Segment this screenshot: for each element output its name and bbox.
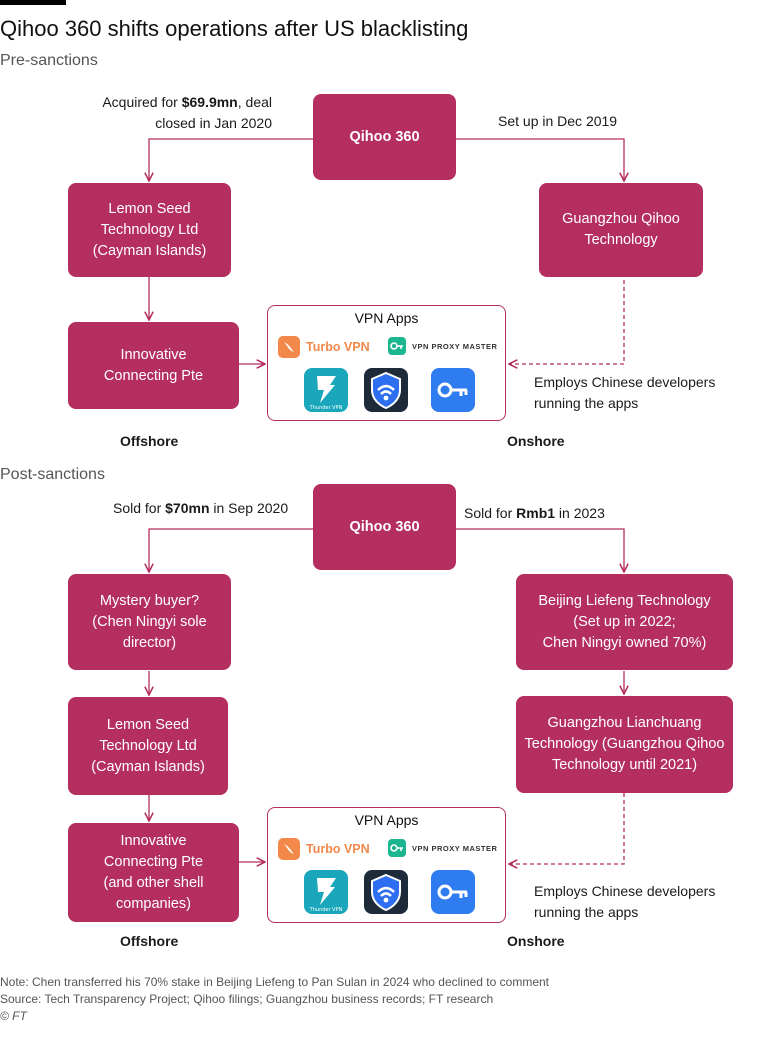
turbo-vpn-icon [278, 336, 300, 358]
pre-qihoo-box: Qihoo 360 [313, 94, 456, 180]
shield-wifi-icon [364, 368, 408, 412]
pre-offshore-label: Offshore [120, 433, 179, 449]
post-sanctions-heading: Post-sanctions [0, 466, 105, 483]
vpn-proxy-master-icon [388, 337, 406, 355]
key-icon [431, 870, 475, 914]
vpn-apps-title: VPN Apps [354, 812, 419, 828]
shield-wifi-icon [364, 870, 408, 914]
thunder-vpn-icon: Thunder VPN [304, 368, 348, 412]
pre-right-note: Set up in Dec 2019 [498, 113, 618, 129]
vpn-proxy-master-logo: VPN PROXY MASTER [388, 839, 497, 857]
arrow-qihoo-to-guangzhou [456, 138, 624, 181]
post-offshore-label: Offshore [120, 933, 179, 949]
footer-copyright: © FT [0, 1009, 27, 1023]
thunder-vpn-icon: Thunder VPN [304, 870, 348, 914]
vpn-proxy-master-icon [388, 839, 406, 857]
ft-top-rule [0, 0, 66, 5]
pre-onshore-label: Onshore [507, 433, 565, 449]
arrow-qihoo-to-beijing [456, 528, 624, 572]
arrow-qihoo-to-lemon [149, 138, 315, 181]
page-title: Qihoo 360 shifts operations after US bla… [0, 16, 469, 41]
vpn-proxy-master-logo: VPN PROXY MASTER [388, 337, 497, 355]
post-vpn-apps-box: VPN Apps Turbo VPN VPN PROXY MASTER Thun… [267, 807, 506, 923]
turbo-vpn-logo: Turbo VPN [278, 336, 370, 358]
pre-sanctions-heading: Pre-sanctions [0, 52, 98, 69]
footer-note: Note: Chen transferred his 70% stake in … [0, 975, 549, 989]
pre-vpn-apps-box: VPN Apps Turbo VPN VPN PROXY MASTER Thun… [267, 305, 506, 421]
post-qihoo-box: Qihoo 360 [313, 484, 456, 570]
svg-text:Thunder VPN: Thunder VPN [309, 405, 343, 411]
key-icon [431, 368, 475, 412]
post-onshore-label: Onshore [507, 933, 565, 949]
post-beijing-liefeng-box: Beijing Liefeng Technology(Set up in 202… [516, 574, 733, 670]
arrow-qihoo-to-mystery [149, 528, 315, 572]
turbo-vpn-icon [278, 838, 300, 860]
post-left-note: Sold for $70mn in Sep 2020 [113, 500, 289, 516]
footer-source: Source: Tech Transparency Project; Qihoo… [0, 992, 494, 1006]
arrow-lianchuang-to-vpn [509, 793, 625, 864]
vpn-apps-title: VPN Apps [354, 310, 419, 326]
pre-left-note: Acquired for $69.9mn, deal closed in Jan… [102, 94, 272, 131]
post-right-note: Sold for Rmb1 in 2023 [464, 505, 605, 521]
turbo-vpn-logo: Turbo VPN [278, 838, 370, 860]
arrow-guangzhou-to-vpn [509, 280, 625, 364]
svg-text:Thunder VPN: Thunder VPN [309, 907, 343, 913]
